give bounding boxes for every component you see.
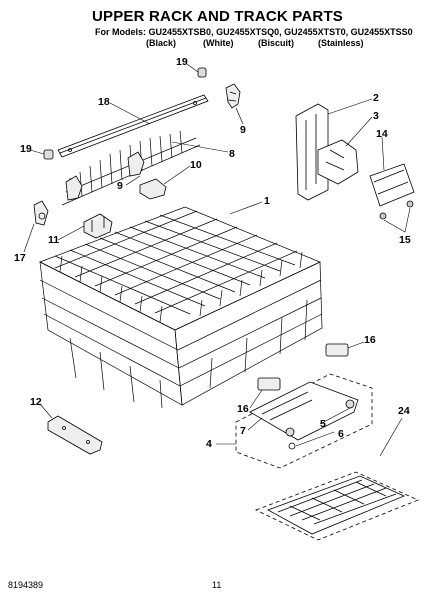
tine-clip-part-9-lower	[127, 151, 145, 177]
callout-4: 4	[206, 438, 212, 450]
callout-12: 12	[30, 396, 42, 408]
clip-part-10	[139, 178, 167, 200]
adjuster-cover-part-14	[369, 163, 415, 207]
rack-rail-part-18	[57, 94, 209, 158]
callout-2: 2	[373, 92, 379, 104]
page-title: UPPER RACK AND TRACK PARTS	[91, 8, 344, 25]
end-cap-part-19-top	[197, 67, 207, 78]
clip-part-11	[83, 213, 113, 239]
model-list: For Models: GU2455XTSB0, GU2455XTSQ0, GU…	[95, 27, 413, 37]
end-cap-part-19-left	[43, 149, 54, 160]
callout-24: 24	[398, 405, 410, 417]
callout-7: 7	[240, 425, 246, 437]
document-number: 8194389	[8, 580, 44, 590]
callout-11: 11	[48, 234, 60, 246]
tine-clip-part-9-top	[225, 83, 241, 109]
callout-18: 18	[98, 96, 110, 108]
callout-14: 14	[376, 128, 388, 140]
track-cap-part-16-lower	[257, 377, 281, 391]
track-part-2	[295, 103, 329, 201]
roller-bracket-part-17	[33, 200, 49, 226]
callout-16-upper: 16	[364, 334, 376, 346]
rack-adjuster-part-3	[317, 139, 359, 185]
callout-9-lower: 9	[117, 180, 123, 192]
page-number: 11	[212, 580, 222, 590]
model-number: GU2455XTSS0	[350, 27, 413, 37]
screw-part-15	[379, 200, 414, 220]
callout-15: 15	[399, 234, 411, 246]
color-label: (Stainless)	[318, 38, 364, 48]
callout-17: 17	[14, 252, 26, 264]
callout-9-top: 9	[240, 124, 246, 136]
models-prefix: For Models:	[95, 27, 146, 37]
track-assembly-part-4	[235, 373, 373, 469]
callout-16-lower: 16	[237, 403, 249, 415]
leader-lines	[23, 63, 411, 457]
track-stop-part-12	[47, 415, 103, 455]
color-label: (Biscuit)	[258, 38, 294, 48]
color-label: (White)	[203, 38, 234, 48]
callout-5: 5	[320, 418, 326, 430]
upper-rack-part-1	[39, 206, 323, 409]
callout-10: 10	[190, 159, 202, 171]
model-number: GU2455XTSQ0	[216, 27, 280, 37]
callout-19-left: 19	[20, 143, 32, 155]
model-number: GU2455XTST0	[284, 27, 346, 37]
color-label: (Black)	[146, 38, 177, 48]
callout-19-top: 19	[176, 56, 188, 68]
track-cap-part-16-upper	[325, 343, 349, 357]
cup-shelf-part-24	[254, 471, 420, 541]
model-number: GU2455XTSB0	[148, 27, 212, 37]
tine-clip-part-9-left	[65, 175, 83, 201]
callout-6: 6	[338, 428, 344, 440]
callout-8: 8	[229, 148, 235, 160]
callout-3: 3	[373, 110, 379, 122]
callout-1: 1	[264, 195, 270, 207]
